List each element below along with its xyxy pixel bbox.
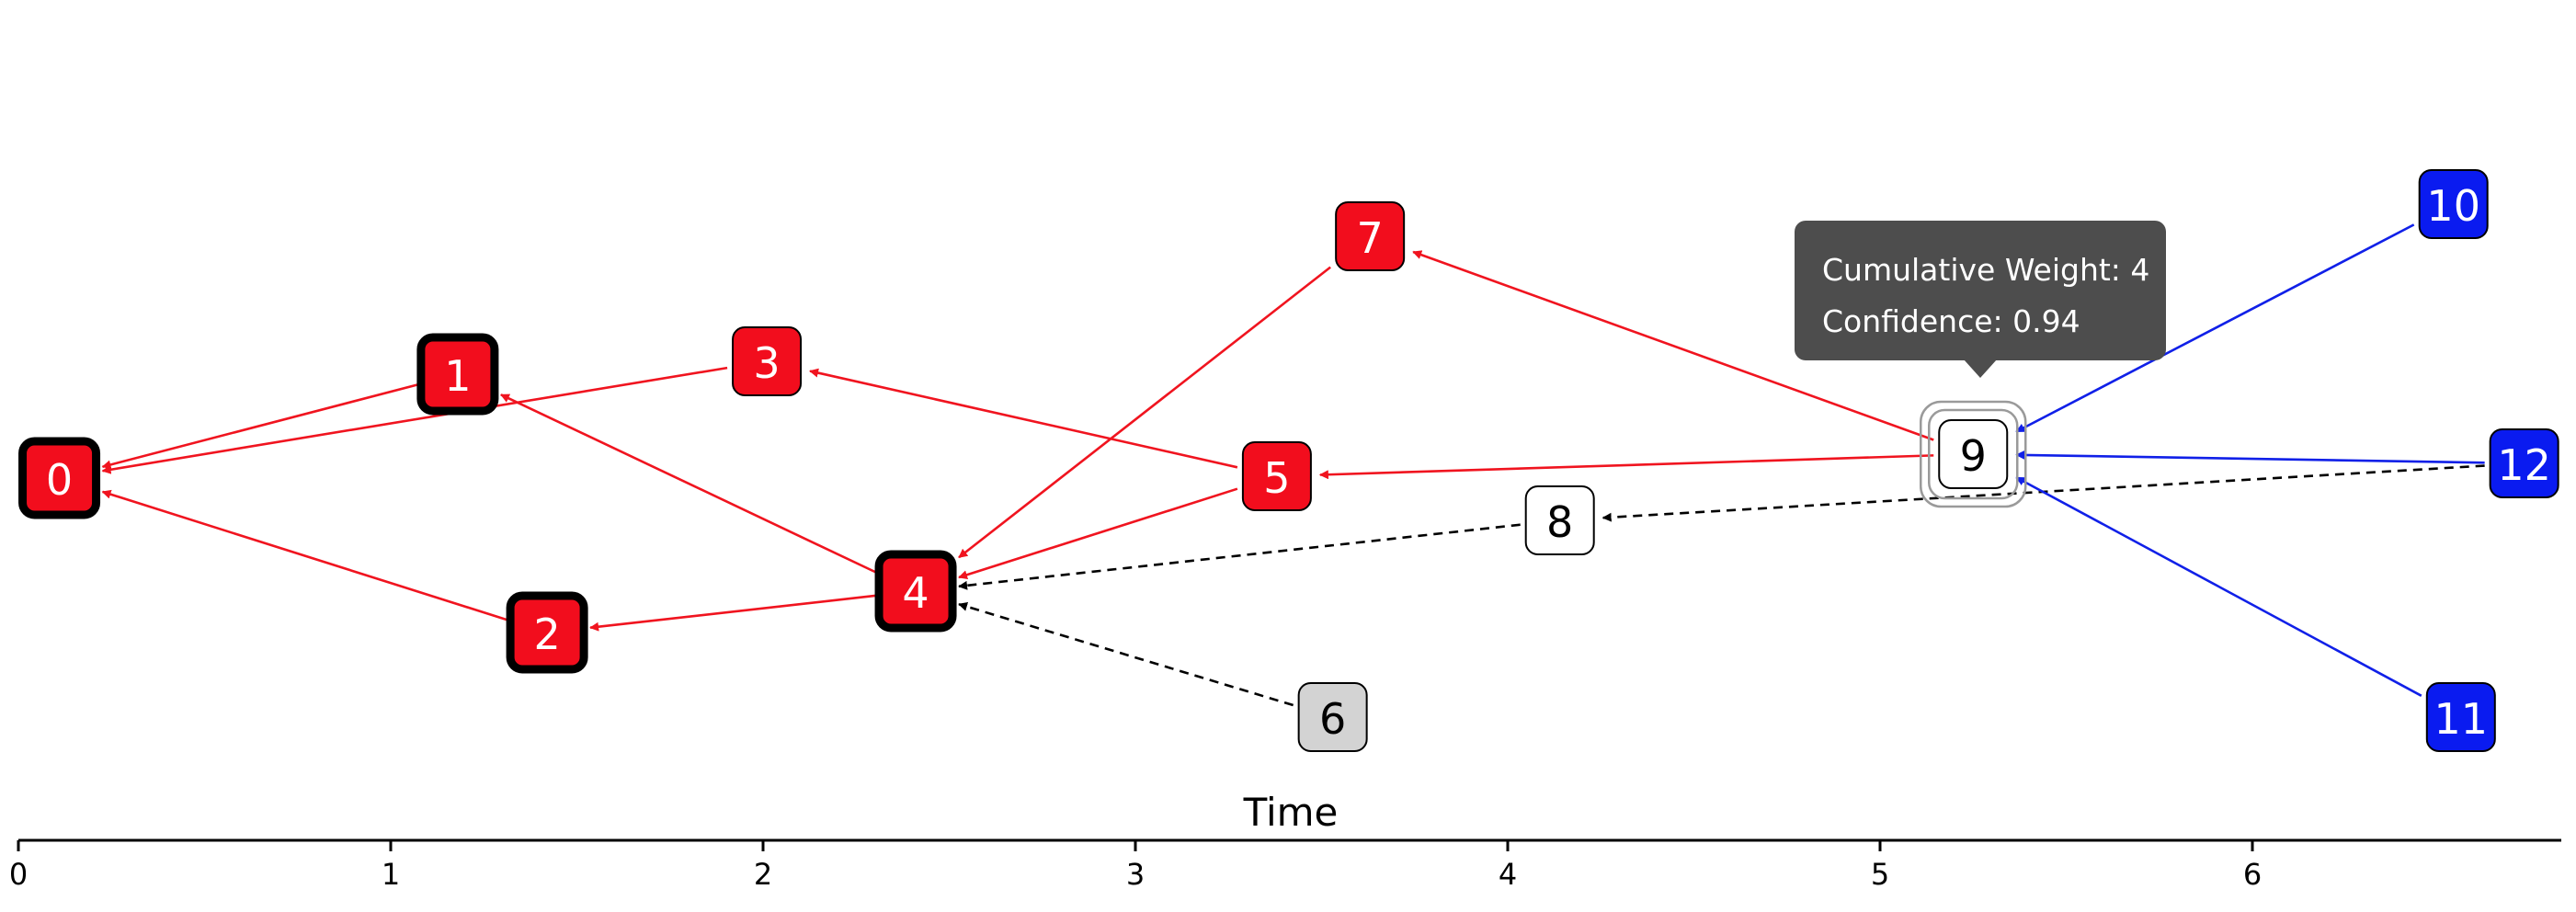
tick-label-5: 5 <box>1871 857 1889 892</box>
node-8[interactable]: 8 <box>1524 485 1595 555</box>
selection-ring-inner <box>1928 408 2019 500</box>
edges-layer <box>101 223 2485 707</box>
node-label: 9 <box>1960 431 1987 481</box>
node-box <box>732 326 803 396</box>
node-2[interactable]: 2 <box>506 591 588 674</box>
node-label: 12 <box>2497 440 2551 490</box>
edge-5-to-4 <box>958 487 1238 580</box>
edge-5-to-3 <box>809 368 1238 469</box>
tick-label-2: 2 <box>754 857 772 892</box>
node-box <box>874 550 957 633</box>
edge-4-to-2 <box>589 594 877 632</box>
tick-label-1: 1 <box>382 857 400 892</box>
node-7[interactable]: 7 <box>1335 201 1406 271</box>
node-box <box>1335 201 1406 271</box>
node-5[interactable]: 5 <box>1241 441 1312 511</box>
edge-3-to-0 <box>101 366 728 474</box>
node-3[interactable]: 3 <box>732 326 803 396</box>
edge-2-to-0 <box>101 489 508 621</box>
edge-6-to-4 <box>958 602 1294 707</box>
node-box <box>416 333 499 416</box>
node-0[interactable]: 0 <box>18 437 101 519</box>
edge-7-to-4 <box>958 266 1331 559</box>
edge-10-to-9 <box>2015 223 2415 433</box>
selection-ring-outer <box>1920 400 2027 508</box>
node-11[interactable]: 11 <box>2425 682 2496 752</box>
edge-11-to-9 <box>2015 476 2422 697</box>
node-12[interactable]: 12 <box>2489 428 2559 498</box>
node-box <box>2418 169 2489 239</box>
time-axis: Time 0 1 2 3 4 5 6 <box>9 790 2561 892</box>
node-box <box>1938 419 2009 489</box>
node-box <box>1241 441 1312 511</box>
node-label: 6 <box>1319 694 1346 744</box>
node-box <box>1524 485 1595 555</box>
node-label: 4 <box>902 568 929 618</box>
tick-label-4: 4 <box>1499 857 1517 892</box>
node-box <box>1297 682 1368 752</box>
node-label: 7 <box>1357 213 1384 263</box>
tick-label-0: 0 <box>9 857 28 892</box>
tick-label-6: 6 <box>2243 857 2262 892</box>
node-1[interactable]: 1 <box>416 333 499 416</box>
edge-8-to-4 <box>958 523 1521 590</box>
node-tooltip: Cumulative Weight: 4 Confidence: 0.94 <box>1795 221 2166 360</box>
node-box <box>2489 428 2559 498</box>
node-box <box>2425 682 2496 752</box>
node-label: 1 <box>444 351 471 401</box>
node-label: 11 <box>2434 694 2489 744</box>
tooltip-pointer <box>1964 359 1997 378</box>
node-label: 3 <box>753 338 780 388</box>
node-6[interactable]: 6 <box>1297 682 1368 752</box>
node-label: 8 <box>1546 497 1573 547</box>
node-label: 10 <box>2426 181 2480 231</box>
node-label: 5 <box>1263 453 1290 503</box>
edge-9-to-5 <box>1318 454 1934 480</box>
edge-12-to-9 <box>2015 450 2485 464</box>
node-label: 2 <box>533 610 560 659</box>
tooltip-confidence: Confidence: 0.94 <box>1822 303 2080 339</box>
axis-title: Time <box>1243 790 1339 835</box>
node-label: 0 <box>46 455 73 505</box>
node-10[interactable]: 10 <box>2418 169 2489 239</box>
node-box <box>18 437 101 519</box>
tick-label-3: 3 <box>1126 857 1145 892</box>
edge-1-to-0 <box>101 382 419 470</box>
edge-9-to-7 <box>1412 250 1934 441</box>
node-4[interactable]: 4 <box>874 550 957 633</box>
node-box <box>506 591 588 674</box>
node-9[interactable]: 9 <box>1920 400 2027 508</box>
tooltip-weight: Cumulative Weight: 4 <box>1822 252 2150 288</box>
edge-4-to-1 <box>499 393 877 574</box>
